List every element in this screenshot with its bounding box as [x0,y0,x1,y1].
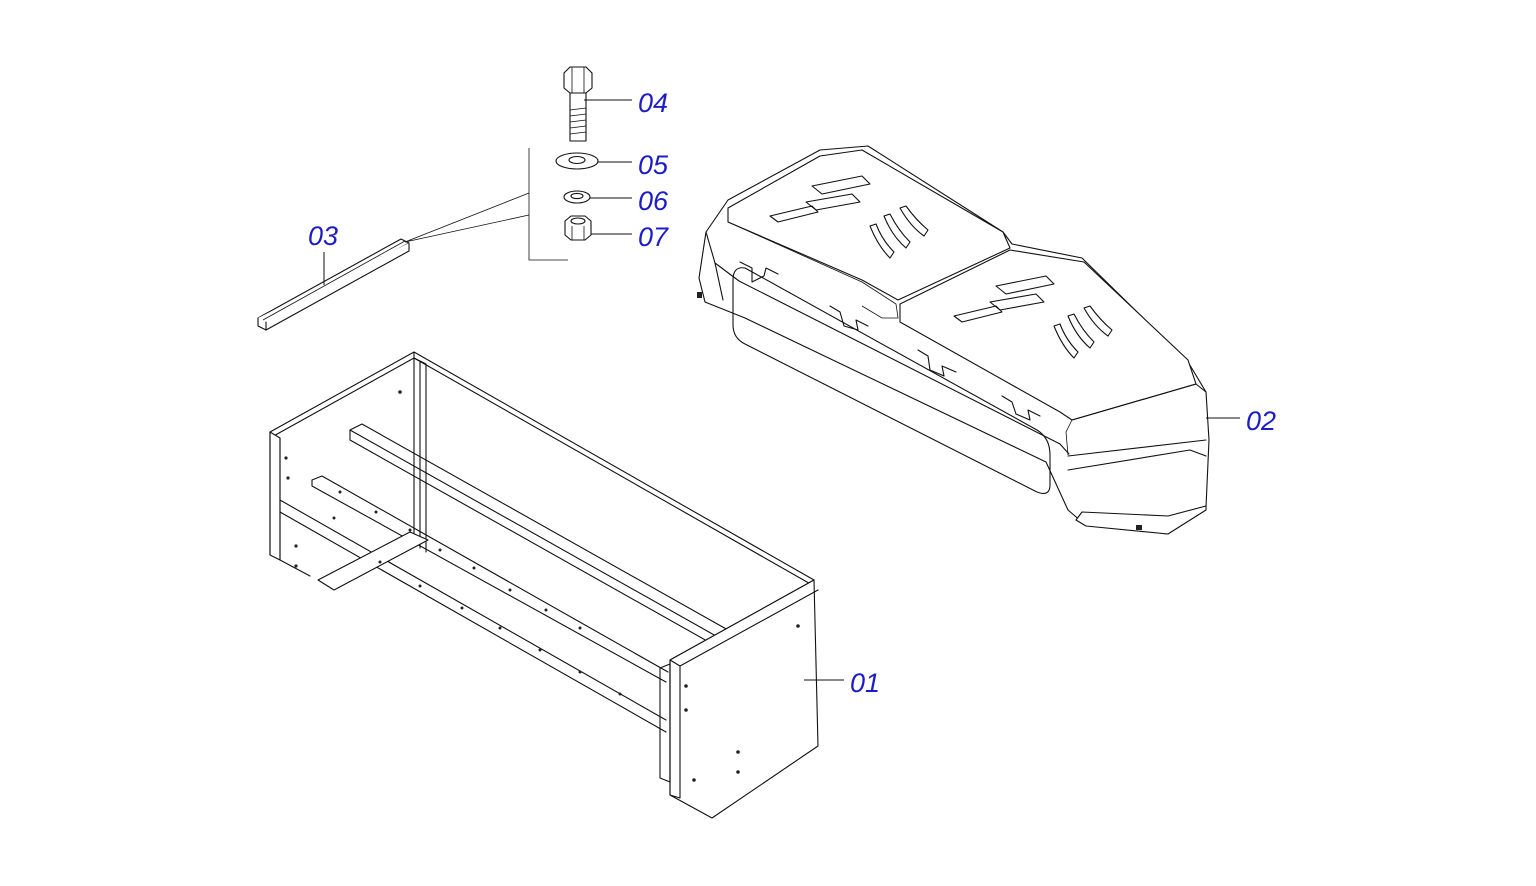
label-02: 02 [1246,406,1276,436]
rail-part [257,238,410,331]
lock-washer-part [563,190,591,204]
label-04: 04 [638,88,668,118]
label-01: 01 [850,668,880,698]
label-07: 07 [638,222,669,252]
bolt-part [563,66,593,142]
hopper-part [697,145,1210,535]
flat-washer-part [555,152,599,170]
leader-lines [323,99,1240,681]
part-labels: 01 02 03 04 05 06 07 [308,88,1276,698]
label-06: 06 [638,186,669,216]
label-05: 05 [638,150,669,180]
frame-part [269,351,819,819]
label-03: 03 [308,221,338,251]
nut-part [564,215,592,241]
explode-bracket [404,148,568,261]
